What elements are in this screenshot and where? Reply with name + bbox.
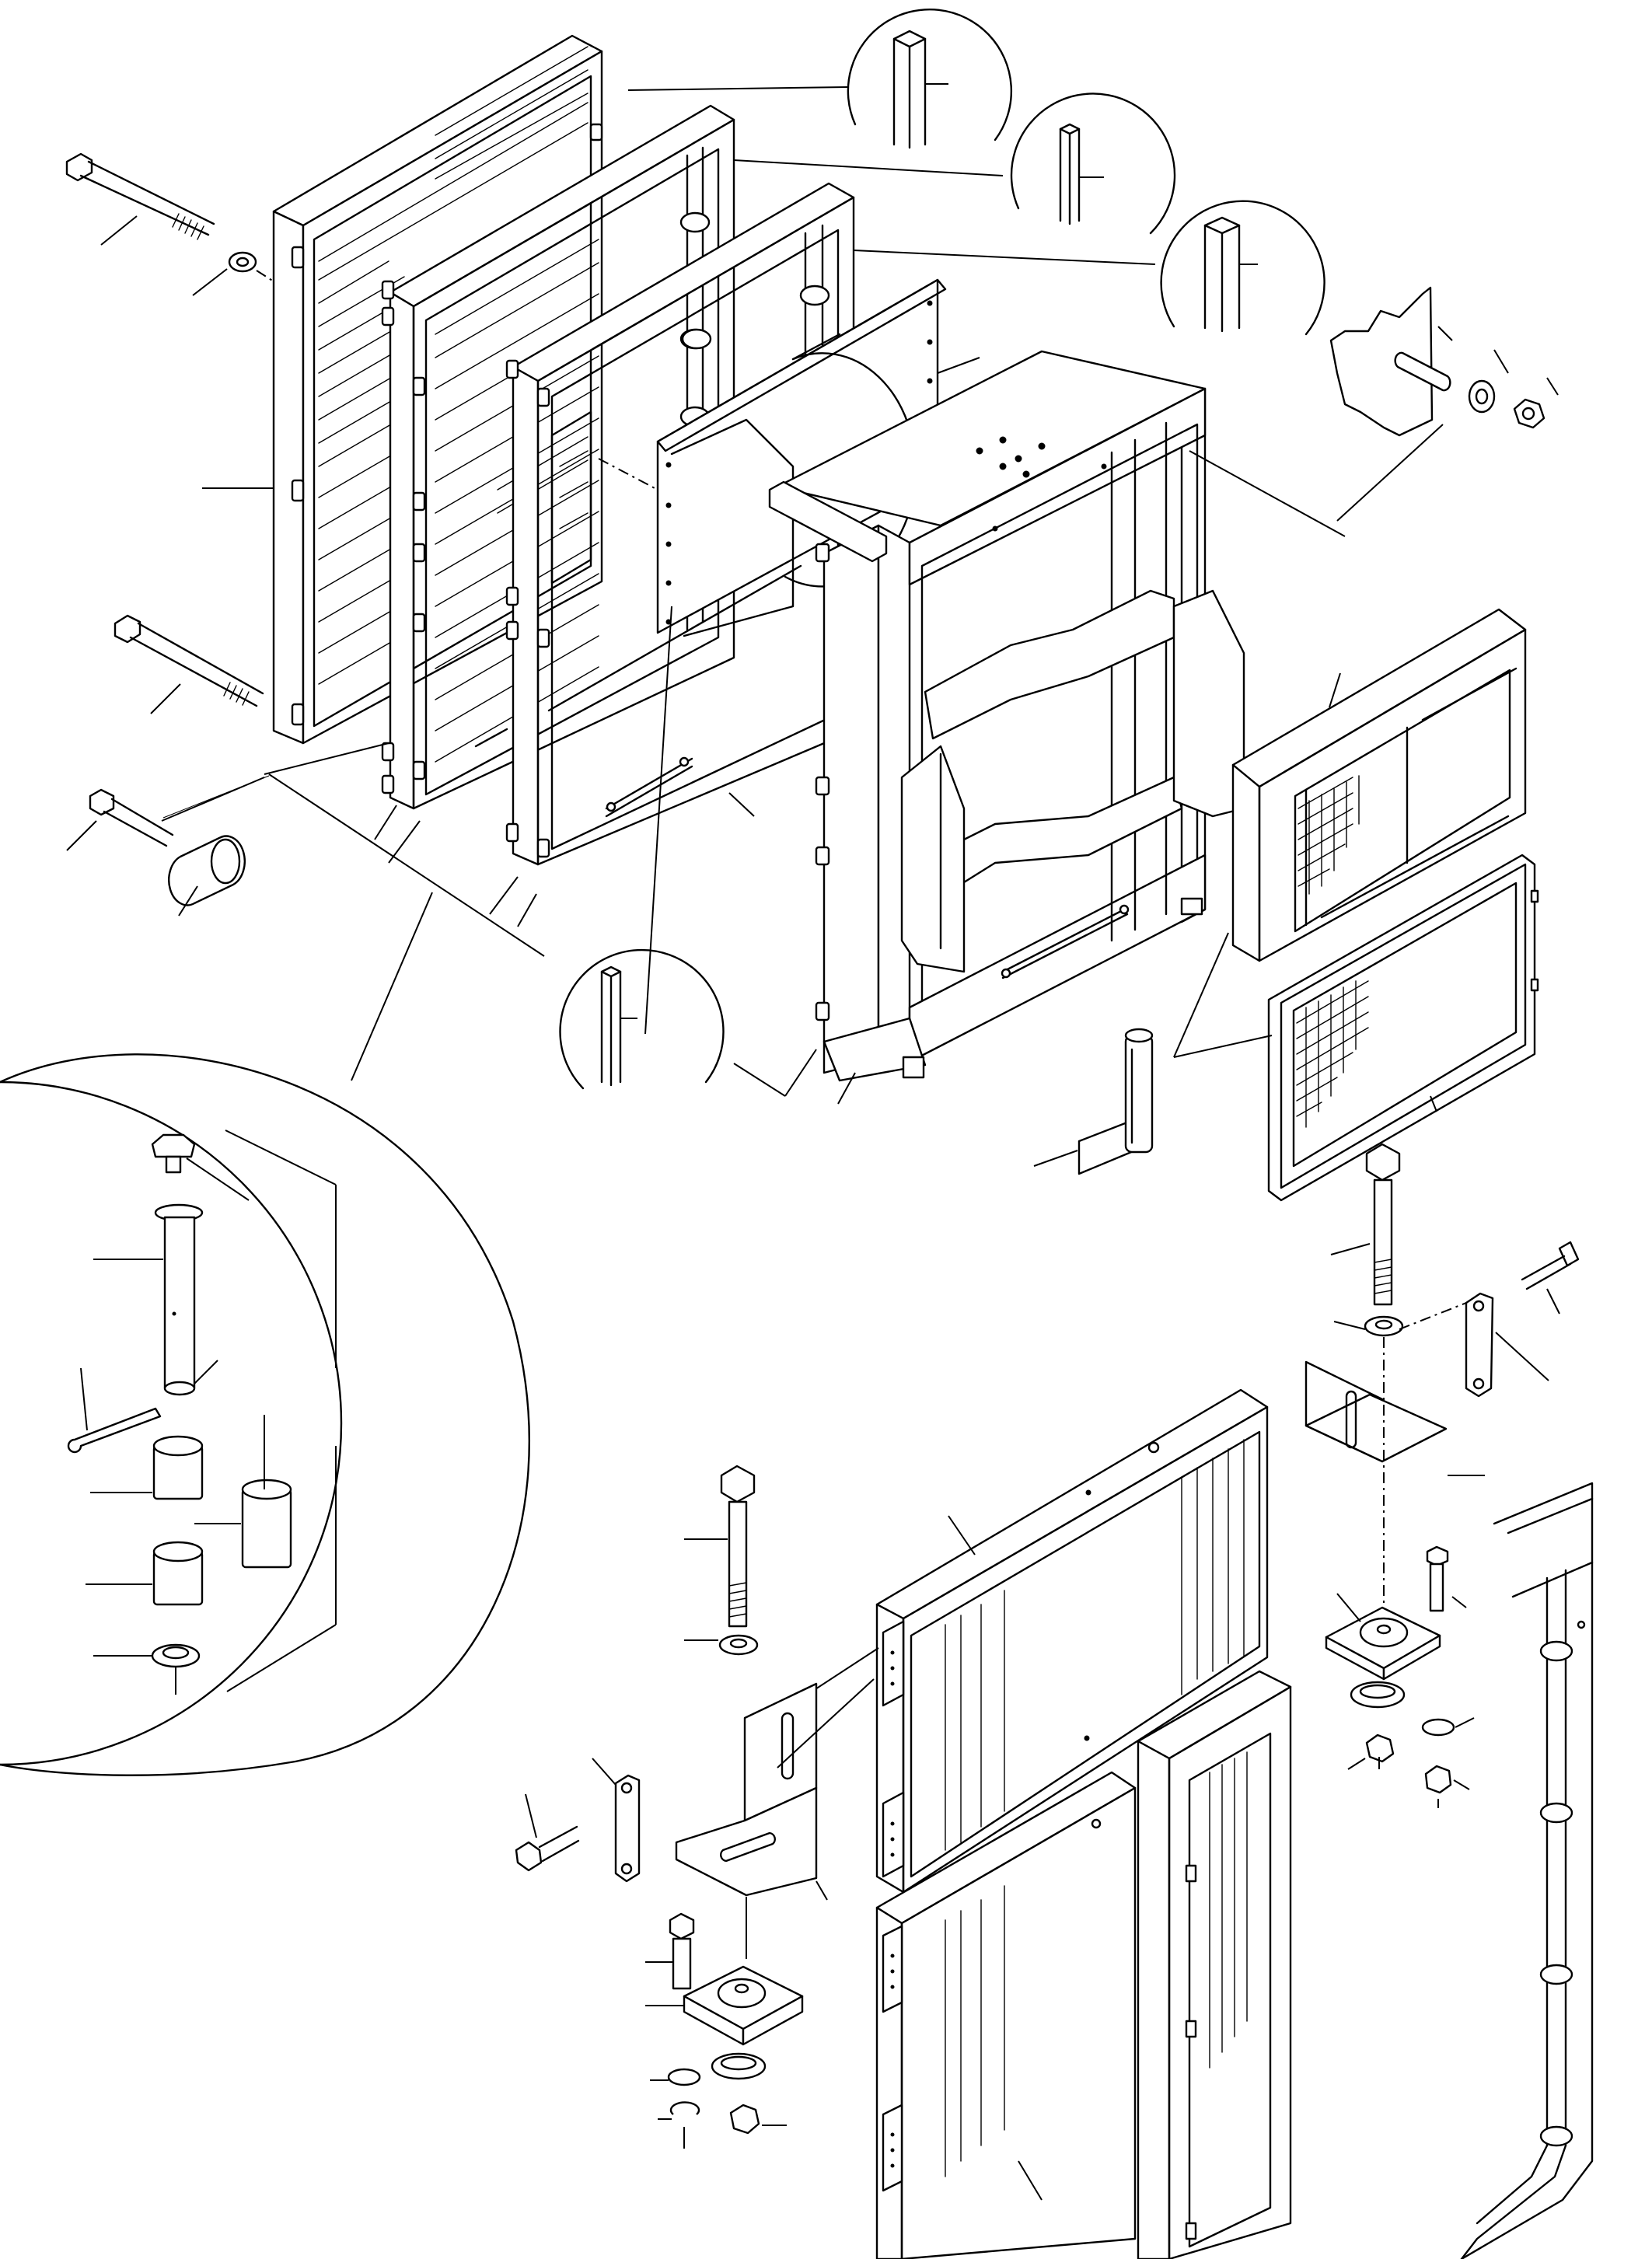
screen-mesh-panel xyxy=(1267,854,1539,1202)
nut-washer-right xyxy=(1347,1717,1475,1808)
spacer-collar xyxy=(168,835,246,906)
radiator-core-lower xyxy=(875,1771,1137,2259)
bolt-right-vertical xyxy=(1330,1143,1404,1617)
leader-lines-left xyxy=(66,215,275,917)
section-detail-circle-4 xyxy=(559,948,725,1090)
fan-shroud xyxy=(598,278,947,637)
long-bolt-upper xyxy=(65,152,274,282)
detail-hinge-pin-exploded xyxy=(0,1053,530,1776)
nut-washer-left xyxy=(650,2068,787,2149)
screen-mesh-box xyxy=(1231,608,1527,962)
leader-lines-top xyxy=(627,86,1559,537)
spacer-bolt xyxy=(89,788,174,847)
section-detail-circle-2 xyxy=(1010,93,1176,235)
link-plate-left xyxy=(592,1758,641,1883)
leader-lines-mid xyxy=(161,606,856,1105)
mounting-bracket-left xyxy=(675,1678,875,1959)
small-bolt-right xyxy=(1426,1545,1467,1612)
guard-frame-right xyxy=(1460,1482,1594,2259)
long-bolt-lower xyxy=(114,614,264,707)
stud-nut-detail xyxy=(1329,286,1545,437)
mounting-bracket-right xyxy=(1304,1360,1485,1476)
hinge-pin-assembly xyxy=(1033,932,1273,1175)
small-bolt-top-right xyxy=(1521,1241,1580,1315)
rubber-mount-left xyxy=(645,1965,804,2080)
guard-frame-center xyxy=(1137,1670,1292,2259)
rubber-mount-right xyxy=(1325,1593,1441,1709)
radiator-core-upper xyxy=(802,1388,1269,1894)
small-bolt-lower-left xyxy=(645,1912,695,1990)
bolt-left-vertical xyxy=(684,1465,759,1656)
section-detail-circle-1 xyxy=(847,9,1013,149)
small-bolt-left xyxy=(515,1793,580,1872)
link-plate-right xyxy=(1399,1292,1549,1398)
section-detail-circle-3 xyxy=(1160,200,1325,336)
radiator-support-frame xyxy=(768,350,1245,1082)
